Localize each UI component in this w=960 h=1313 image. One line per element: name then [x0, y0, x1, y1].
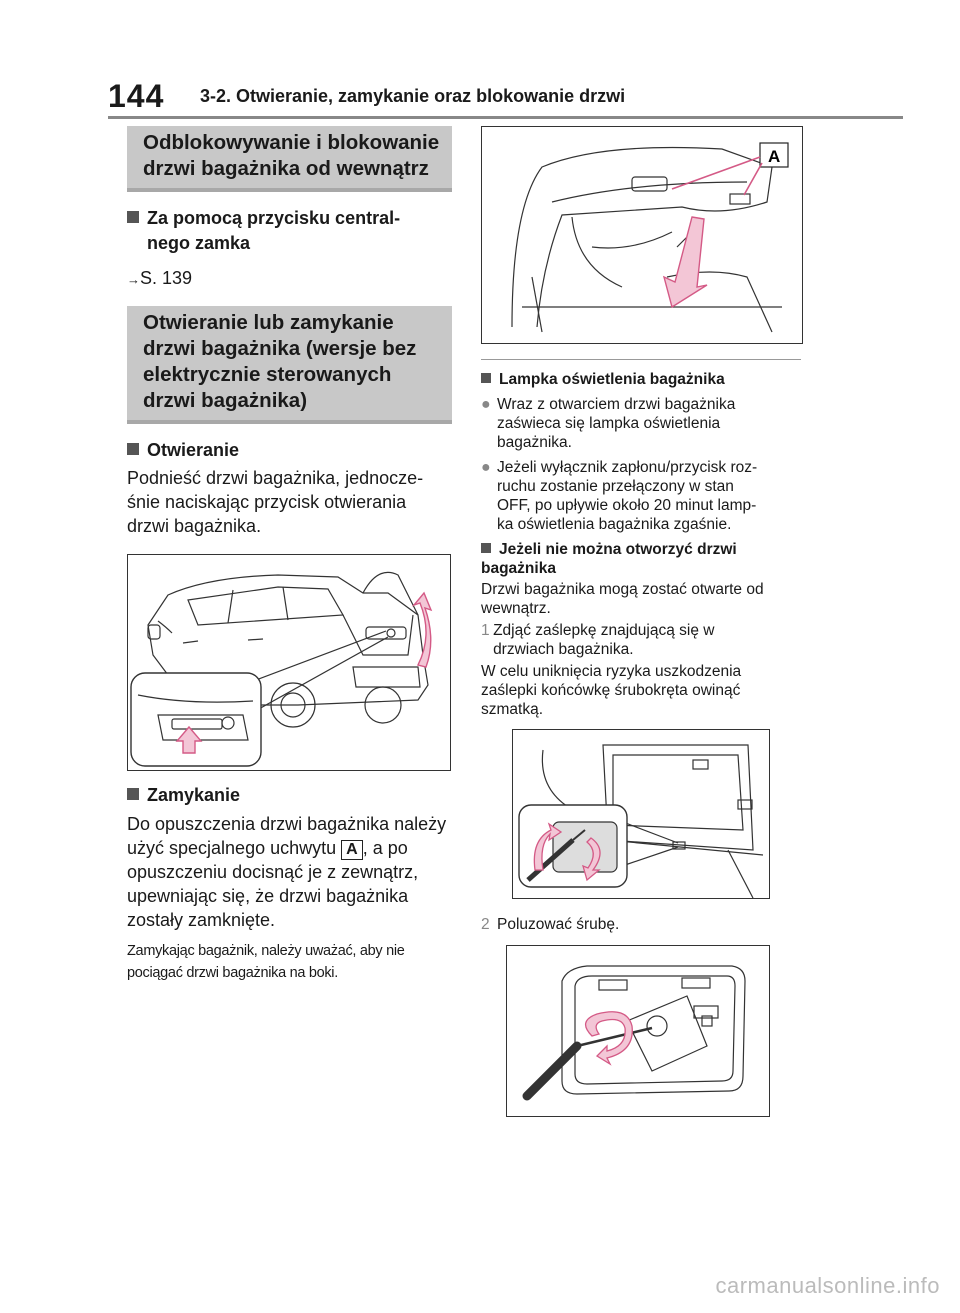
section-box-open-close: Otwieranie lub zamykanie drzwi bagażnika…	[127, 306, 452, 424]
figure-loosen-screw	[506, 945, 770, 1117]
page-reference[interactable]: →S. 139	[127, 268, 193, 288]
step-number: 2	[481, 916, 490, 933]
opening-text: Podnieść drzwi bagażnika, jednocze- śnie…	[127, 468, 424, 536]
bullet-trunk-light-on: ●Wraz z otwarciem drzwi bagażnika zaświe…	[481, 396, 736, 451]
tailgate-handle-illustration: A	[511, 142, 789, 333]
square-bullet-icon	[481, 373, 491, 383]
figure-open-tailgate	[127, 554, 451, 771]
square-bullet-icon	[127, 443, 139, 455]
dot-bullet-icon: ●	[481, 459, 491, 476]
bullet-trunk-light-off: ●Jeżeli wyłącznik zapłonu/przycisk roz- …	[481, 459, 758, 533]
screw-loosening-illustration	[522, 965, 746, 1101]
warning-text: W celu uniknięcia ryzyka uszkodzenia zaś…	[481, 663, 742, 718]
subheading-closing: Zamykanie	[127, 783, 452, 808]
square-bullet-icon	[481, 543, 491, 553]
closing-text: Do opuszczenia drzwi bagażnika należy uż…	[127, 814, 447, 930]
subheading-central-lock: Za pomocą przycisku central- nego zamka	[127, 206, 452, 256]
arrow-icon: →	[127, 272, 140, 287]
page-number: 144	[108, 78, 165, 114]
figure-tailgate-handle: A	[481, 126, 803, 344]
closing-note: Zamykając bagażnik, należy uważać, aby n…	[127, 943, 405, 981]
subheading-opening: Otwieranie	[127, 438, 452, 463]
subheading-trunk-light: Lampka oświetlenia bagażnika	[481, 370, 769, 389]
square-bullet-icon	[127, 211, 139, 223]
page-header: 144 3-2. Otwieranie, zamykanie oraz blok…	[108, 78, 908, 114]
subheading-cannot-open: Jeżeli nie można otworzyć drzwi bagażnik…	[481, 541, 737, 577]
right-column: A Lampka oświetlenia bagażnika ●Wraz z o…	[481, 126, 803, 1117]
cover-removal-illustration	[518, 744, 764, 899]
section-box-unlock: Odblokowywanie i blokowanie drzwi bagażn…	[127, 126, 452, 192]
section-title: 3-2. Otwieranie, zamykanie oraz blokowan…	[200, 86, 626, 106]
label-a-tag: A	[341, 840, 363, 860]
watermark-footer: carmanualsonline.info	[715, 1273, 940, 1298]
figure-remove-cover	[512, 729, 770, 899]
left-column: Odblokowywanie i blokowanie drzwi bagażn…	[127, 126, 452, 984]
cannot-open-text: Drzwi bagażnika mogą zostać otwarte od w…	[481, 581, 764, 617]
car-rear-illustration	[130, 571, 433, 767]
callout-a-label: A	[768, 147, 780, 166]
square-bullet-icon	[127, 788, 139, 800]
header-rule	[108, 116, 903, 119]
step-number: 1	[481, 622, 490, 639]
dot-bullet-icon: ●	[481, 396, 491, 413]
